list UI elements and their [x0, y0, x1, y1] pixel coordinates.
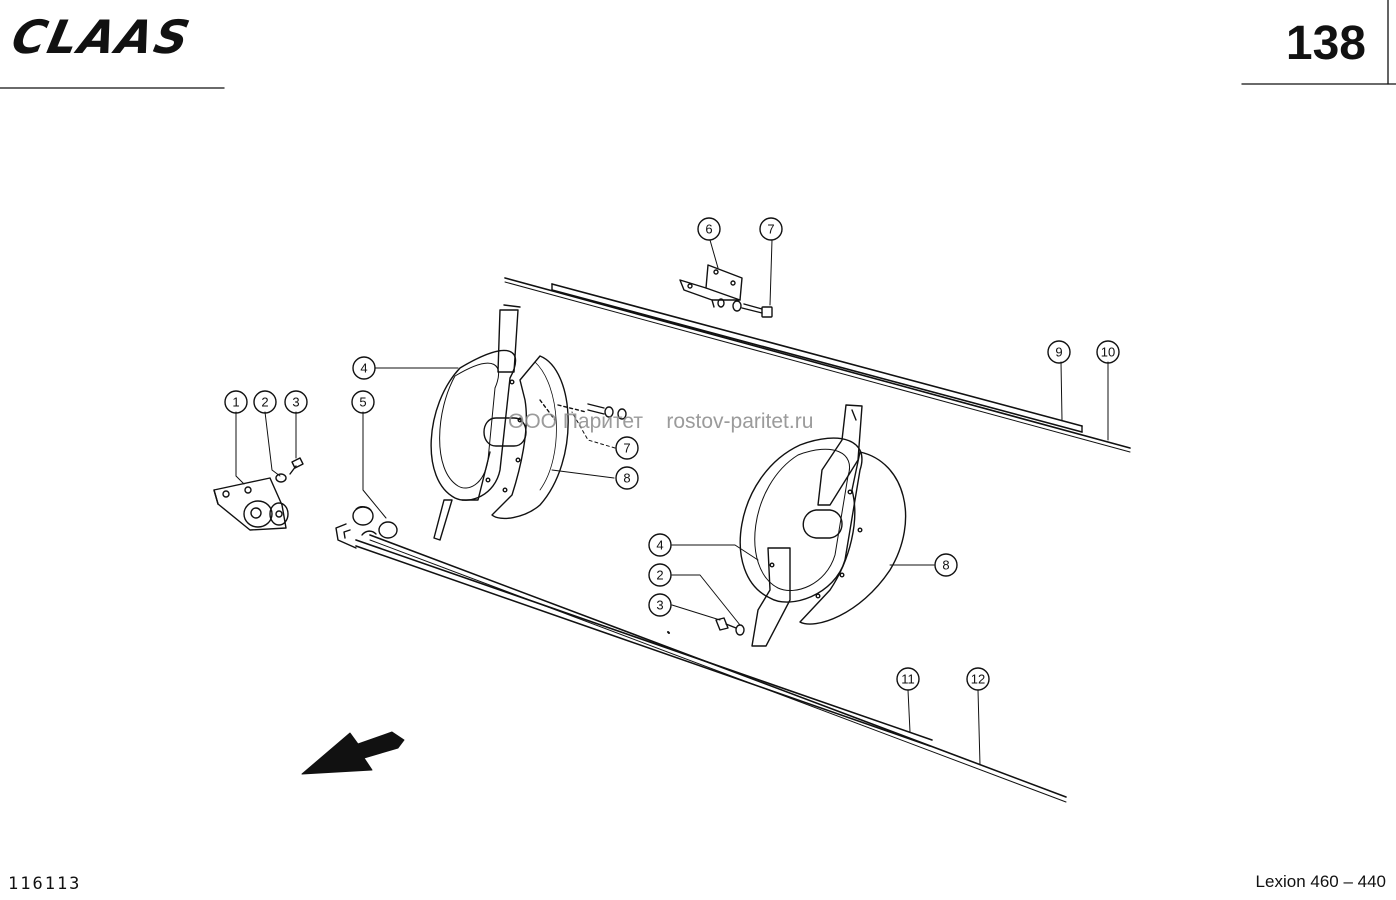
page-number: 138 [1285, 17, 1366, 70]
callout-11: 11 [896, 667, 920, 691]
lower-rods [335, 523, 1067, 803]
svg-text:3: 3 [292, 395, 299, 410]
right-disc-assembly [667, 404, 907, 647]
svg-text:12: 12 [971, 672, 985, 687]
callout-1: 1 [224, 390, 248, 414]
document-code: 116113 [8, 874, 82, 894]
callout-7-secondary: 7 [615, 436, 639, 460]
callout-5: 5 [351, 390, 375, 414]
callout-12: 12 [966, 667, 990, 691]
svg-text:2: 2 [261, 395, 268, 410]
watermark-text: ООО Паритет rostov-paritet.ru [508, 410, 814, 433]
svg-text:4: 4 [656, 538, 663, 553]
left-disc-assembly [430, 304, 627, 541]
direction-arrow-icon [301, 731, 405, 775]
header-rules [0, 0, 1396, 89]
callout-8: 8 [615, 466, 639, 490]
model-name: Lexion 460 – 440 [1255, 872, 1386, 891]
upper-rods [504, 277, 1131, 453]
svg-text:6: 6 [705, 222, 712, 237]
svg-text:2: 2 [656, 568, 663, 583]
bracket-part-6 [679, 264, 773, 318]
svg-text:7: 7 [623, 441, 630, 456]
svg-text:11: 11 [901, 672, 915, 687]
callout-6: 6 [697, 217, 721, 241]
svg-text:5: 5 [359, 395, 366, 410]
callout-4: 4 [352, 356, 376, 380]
callout-10: 10 [1096, 340, 1120, 364]
callout-7: 7 [759, 217, 783, 241]
bearing-bracket-part-1 [213, 457, 304, 531]
svg-text:3: 3 [656, 598, 663, 613]
svg-text:7: 7 [767, 222, 774, 237]
callout-4-secondary: 4 [648, 533, 672, 557]
svg-text:1: 1 [232, 395, 239, 410]
leader-lines [235, 239, 1109, 766]
callout-8-secondary: 8 [934, 553, 958, 577]
callout-2: 2 [253, 390, 277, 414]
callout-2-secondary: 2 [648, 563, 672, 587]
svg-text:8: 8 [942, 558, 949, 573]
callout-3-secondary: 3 [648, 593, 672, 617]
svg-text:8: 8 [623, 471, 630, 486]
svg-text:9: 9 [1055, 345, 1062, 360]
nut-pair-part-5 [352, 506, 398, 539]
svg-text:10: 10 [1101, 345, 1115, 360]
callout-9: 9 [1047, 340, 1071, 364]
callout-3: 3 [284, 390, 308, 414]
svg-text:4: 4 [360, 361, 367, 376]
